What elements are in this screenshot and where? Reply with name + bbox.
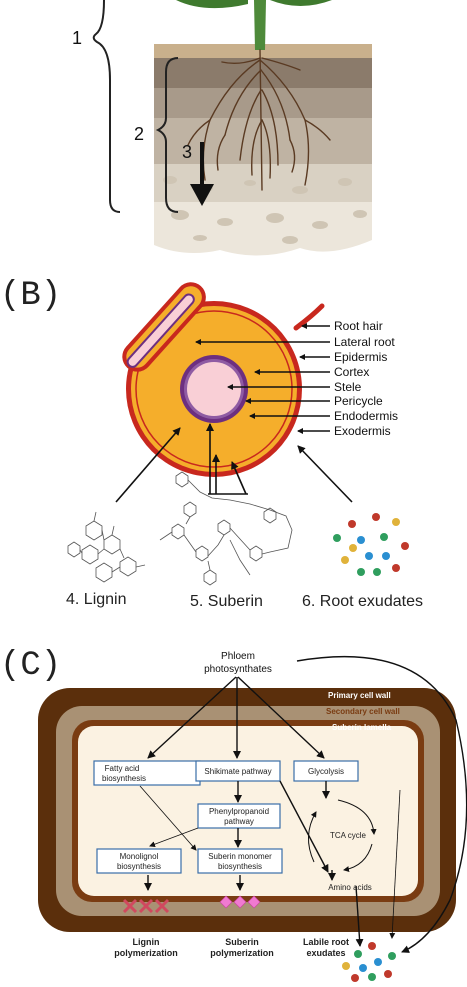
label-suberin: 5. Suberin	[190, 593, 263, 610]
soil-layer-mid	[154, 88, 372, 120]
label-endodermis: Endodermis	[334, 409, 398, 423]
label-cortex: Cortex	[334, 365, 369, 379]
exodermis-inner-line	[135, 310, 293, 468]
panel-c-cell-pathways: (C) Primary cell wall Secondary cell wal…	[0, 647, 467, 982]
suberin-structure	[159, 471, 293, 586]
lateral-root	[122, 282, 206, 372]
label-lamella: Suberin lamella	[332, 723, 392, 732]
text-suberin-monomer-2: biosynthesis	[218, 862, 262, 871]
label-lignin: 4. Lignin	[66, 591, 127, 608]
brace-1	[92, 0, 121, 213]
tca-cycle-arrows	[308, 799, 377, 873]
plant-leaf-left	[176, 0, 248, 9]
label-root-exudates: 6. Root exudates	[302, 593, 423, 610]
text-glycolysis: Glycolysis	[308, 767, 344, 776]
plant-roots	[187, 49, 331, 191]
box-phenylpropanoid	[197, 803, 281, 829]
panel-c-letter: (C)	[0, 647, 61, 685]
label-labile-2: exudates	[306, 948, 345, 958]
phloem-line1: Phloem	[221, 651, 255, 662]
label-3: 3	[182, 142, 192, 162]
plant-leaf-right	[270, 0, 332, 6]
bottom-labels: 4. Lignin 5. Suberin 6. Root exudates	[66, 591, 423, 610]
label-stele: Stele	[334, 380, 362, 394]
output-labels: Lignin polymerization Suberin polymeriza…	[114, 937, 349, 958]
label-suberin-poly-2: polymerization	[210, 948, 274, 958]
panel-a-soil-profile: 1 2 3	[72, 0, 372, 256]
plant-stem	[254, 0, 266, 50]
label-pericycle: Pericycle	[334, 394, 383, 408]
label-suberin-poly-1: Suberin	[225, 937, 259, 947]
molecule-arrows	[115, 423, 353, 503]
text-phenyl-1: Phenylpropanoid	[209, 807, 269, 816]
label-lignin-poly-2: polymerization	[114, 948, 178, 958]
soil-stones	[163, 176, 367, 244]
box-fatty-acid	[93, 760, 201, 786]
soil-layer-topsoil	[154, 44, 372, 60]
text-monolignol-2: biosynthesis	[117, 862, 161, 871]
label-primary-wall: Primary cell wall	[328, 691, 391, 700]
box-monolignol	[96, 848, 182, 874]
label-lateral-root: Lateral root	[334, 335, 395, 349]
text-fatty-2: biosynthesis	[102, 774, 146, 783]
label-secondary-wall: Secondary cell wall	[326, 707, 400, 716]
box-labels: Fatty acid biosynthesis Shikimate pathwa…	[102, 764, 344, 871]
layer-pointers	[195, 323, 330, 434]
text-suberin-monomer-1: Suberin monomer	[208, 852, 272, 861]
depth-arrow-head	[190, 184, 214, 206]
label-epidermis: Epidermis	[334, 350, 387, 364]
panel-b-letter: (B)	[0, 277, 61, 315]
label-labile-1: Labile root	[303, 937, 349, 947]
text-fatty-1: Fatty acid	[105, 764, 140, 773]
label-exodermis: Exodermis	[334, 424, 391, 438]
lignin-structure	[67, 511, 146, 583]
root-hair	[293, 303, 325, 331]
text-monolignol-1: Monolignol	[120, 852, 159, 861]
label-1: 1	[72, 28, 82, 48]
label-2: 2	[134, 124, 144, 144]
box-suberin-monomer	[197, 848, 283, 874]
exudate-dots	[333, 513, 409, 576]
pathway-arrows	[139, 655, 467, 953]
amino-acids-label: Amino acids	[328, 883, 372, 892]
layer-labels: Root hair Lateral root Epidermis Cortex …	[334, 319, 398, 438]
suberin-polymer-marks	[219, 895, 261, 909]
text-shikimate: Shikimate pathway	[204, 767, 271, 776]
panel-b-root-cross-section: (B) Root hair	[0, 277, 423, 610]
stele-core-top	[189, 364, 239, 414]
lignin-polymer-marks	[122, 898, 170, 914]
soil-layer-bedrock	[154, 202, 372, 256]
label-lignin-poly-1: Lignin	[133, 937, 160, 947]
label-root-hair: Root hair	[334, 319, 383, 333]
brace-2	[155, 57, 179, 213]
labile-exudate-dots	[342, 942, 396, 982]
phloem-line2: photosynthates	[204, 664, 272, 675]
text-phenyl-2: pathway	[224, 817, 254, 826]
tca-label: TCA cycle	[330, 831, 367, 840]
wall-labels: Primary cell wall Secondary cell wall Su…	[326, 691, 400, 732]
process-boxes	[93, 760, 359, 874]
soil-layer-lower	[154, 118, 372, 166]
